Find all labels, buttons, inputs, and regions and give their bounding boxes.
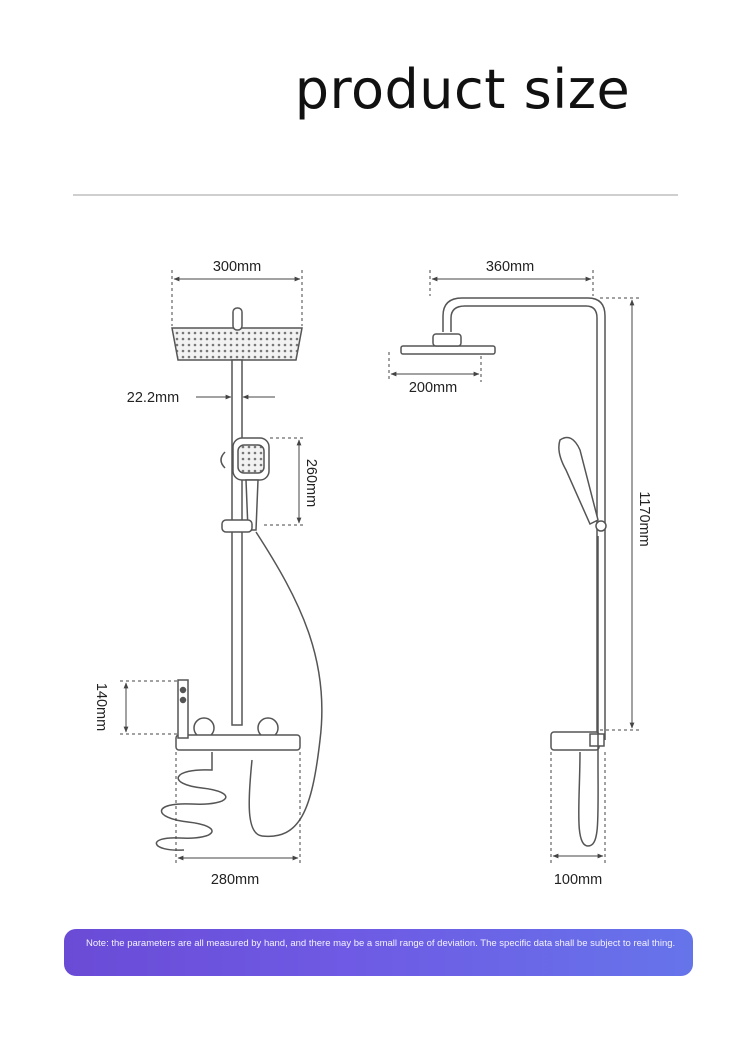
control-panel bbox=[177, 679, 189, 739]
label-360mm: 360mm bbox=[486, 259, 534, 275]
label-260mm: 260mm bbox=[303, 459, 319, 507]
hand-shower-face bbox=[237, 444, 265, 474]
label-300mm: 300mm bbox=[213, 259, 261, 275]
lever-knob bbox=[220, 451, 226, 469]
label-1170mm: 1170mm bbox=[636, 491, 652, 546]
measurement-note-banner: Note: the parameters are all measured by… bbox=[64, 929, 693, 976]
side-view bbox=[400, 297, 607, 847]
rain-head-side bbox=[400, 345, 496, 355]
storage-shelf bbox=[175, 734, 301, 751]
label-22-2mm: 22.2mm bbox=[127, 390, 179, 406]
label-140mm: 140mm bbox=[93, 683, 109, 731]
rain-shower-head bbox=[171, 327, 303, 361]
front-view bbox=[155, 307, 323, 851]
riser-pipe bbox=[231, 359, 243, 726]
page-title: product size bbox=[294, 58, 631, 121]
hose bbox=[248, 531, 323, 838]
slide-holder bbox=[221, 519, 253, 533]
head-top-nub bbox=[232, 307, 243, 331]
label-100mm: 100mm bbox=[554, 872, 602, 888]
front-dimensions bbox=[120, 270, 305, 866]
side-dimensions bbox=[388, 270, 640, 866]
label-280mm: 280mm bbox=[211, 872, 259, 888]
title-divider bbox=[73, 194, 678, 196]
label-200mm: 200mm bbox=[409, 380, 457, 396]
coiled-spout bbox=[155, 752, 227, 851]
measurement-note-text: Note: the parameters are all measured by… bbox=[86, 938, 676, 949]
hand-shower-side bbox=[558, 436, 599, 526]
shower-arm bbox=[442, 297, 606, 740]
hand-shower-handle bbox=[245, 479, 259, 531]
hose-side bbox=[577, 536, 599, 847]
